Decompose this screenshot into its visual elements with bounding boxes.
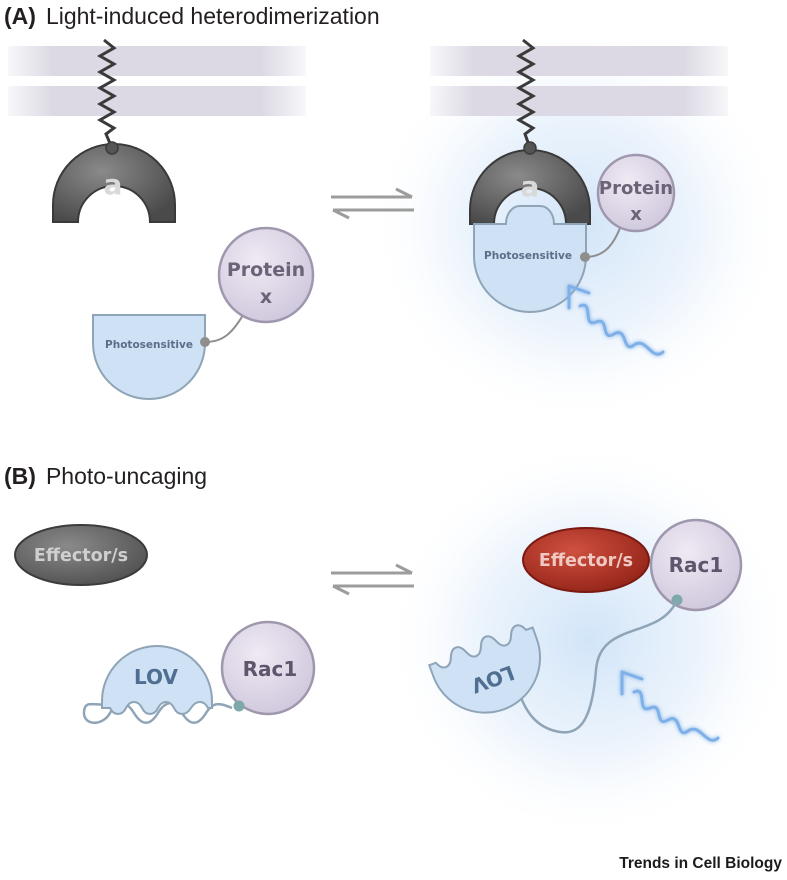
rac1-label-uncaged: Rac1 <box>669 553 724 577</box>
rac1-caged <box>220 620 316 716</box>
protein-x-left-line1: Protein <box>227 259 305 281</box>
anchor-label-left: a <box>104 168 123 201</box>
membrane-right-a <box>430 46 728 116</box>
panel-a-title: Light-induced heterodimerization <box>46 3 380 29</box>
effector-inactive-label: Effector/s <box>34 546 128 566</box>
photosensitive-label-right: Photosensitive <box>484 250 572 262</box>
light-wave-b-icon <box>620 670 720 742</box>
panel-a-heading: (A) Light-induced heterodimerization <box>4 3 380 29</box>
protein-x-left <box>217 226 315 324</box>
light-wave-a-icon <box>567 284 665 356</box>
panel-b-heading: (B) Photo-uncaging <box>4 463 207 489</box>
equilibrium-arrows-b <box>331 563 414 596</box>
lov-linker-coil <box>82 702 233 724</box>
membrane-left-a <box>8 46 306 116</box>
effector-active <box>522 527 650 593</box>
photosensitive-label-left: Photosensitive <box>105 339 193 351</box>
lov-label-caged: LOV <box>134 665 178 689</box>
effector-inactive <box>14 524 148 586</box>
light-glow-b <box>385 440 787 840</box>
lipid-anchor-left <box>96 38 118 149</box>
linker-joint-left-a <box>200 337 210 347</box>
anchor-protein-left <box>52 143 176 223</box>
photosensitive-domain-left <box>92 314 206 400</box>
lov-domain-uncaged <box>427 624 542 714</box>
lov-domain-uncaged-group: LOV <box>427 624 542 714</box>
rac1-uncaged <box>649 518 743 612</box>
source-credit: Trends in Cell Biology <box>619 855 782 872</box>
rac1-label-caged: Rac1 <box>243 657 298 681</box>
panel-a-letter: (A) <box>4 3 36 29</box>
anchor-protein-right <box>469 149 591 225</box>
anchor-joint-left <box>105 141 119 155</box>
lipid-anchor-right <box>515 38 537 149</box>
panel-b-letter: (B) <box>4 463 36 489</box>
rac1-joint-caged <box>233 700 245 712</box>
protein-x-left-line2: x <box>260 286 272 308</box>
protein-x-right-line2: x <box>630 204 642 225</box>
effector-active-label: Effector/s <box>539 551 633 571</box>
linker-joint-right-a <box>580 252 590 262</box>
protein-x-right-line1: Protein <box>599 178 673 199</box>
anchor-joint-right <box>523 141 537 155</box>
lov-domain-caged <box>101 645 213 715</box>
photosensitive-domain-right <box>473 205 587 313</box>
protein-x-right <box>596 153 676 233</box>
equilibrium-arrows-a <box>331 187 414 220</box>
anchor-label-right: a <box>521 170 540 203</box>
lov-linker-extended <box>516 599 679 734</box>
panel-b-title: Photo-uncaging <box>46 463 207 489</box>
